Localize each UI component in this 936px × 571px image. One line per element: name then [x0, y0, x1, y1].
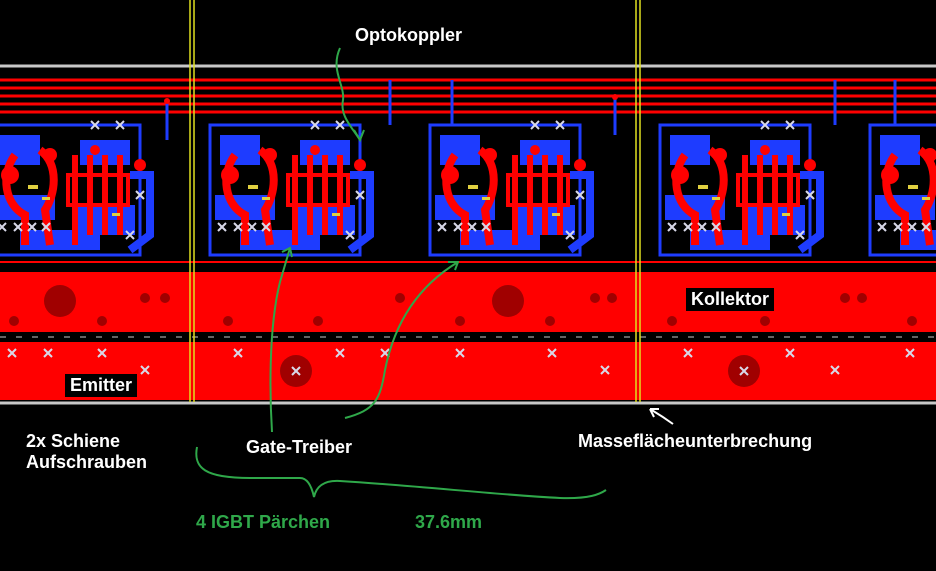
- label-schiene-line2: Aufschrauben: [26, 451, 148, 472]
- label-igbt-paerchen: 4 IGBT Pärchen: [196, 512, 331, 532]
- label-kollektor: Kollektor: [686, 288, 775, 311]
- label-masseflaeche: Masseflächeunterbrechung: [578, 431, 813, 451]
- label-abstand: 37.6mm: [415, 512, 483, 532]
- label-gate-treiber: Gate-Treiber: [246, 437, 353, 457]
- label-schiene: 2x Schiene Aufschrauben: [26, 431, 147, 472]
- label-optokoppler: Optokoppler: [355, 25, 462, 45]
- label-emitter: Emitter: [65, 374, 138, 397]
- label-schiene-line1: 2x Schiene: [26, 431, 121, 451]
